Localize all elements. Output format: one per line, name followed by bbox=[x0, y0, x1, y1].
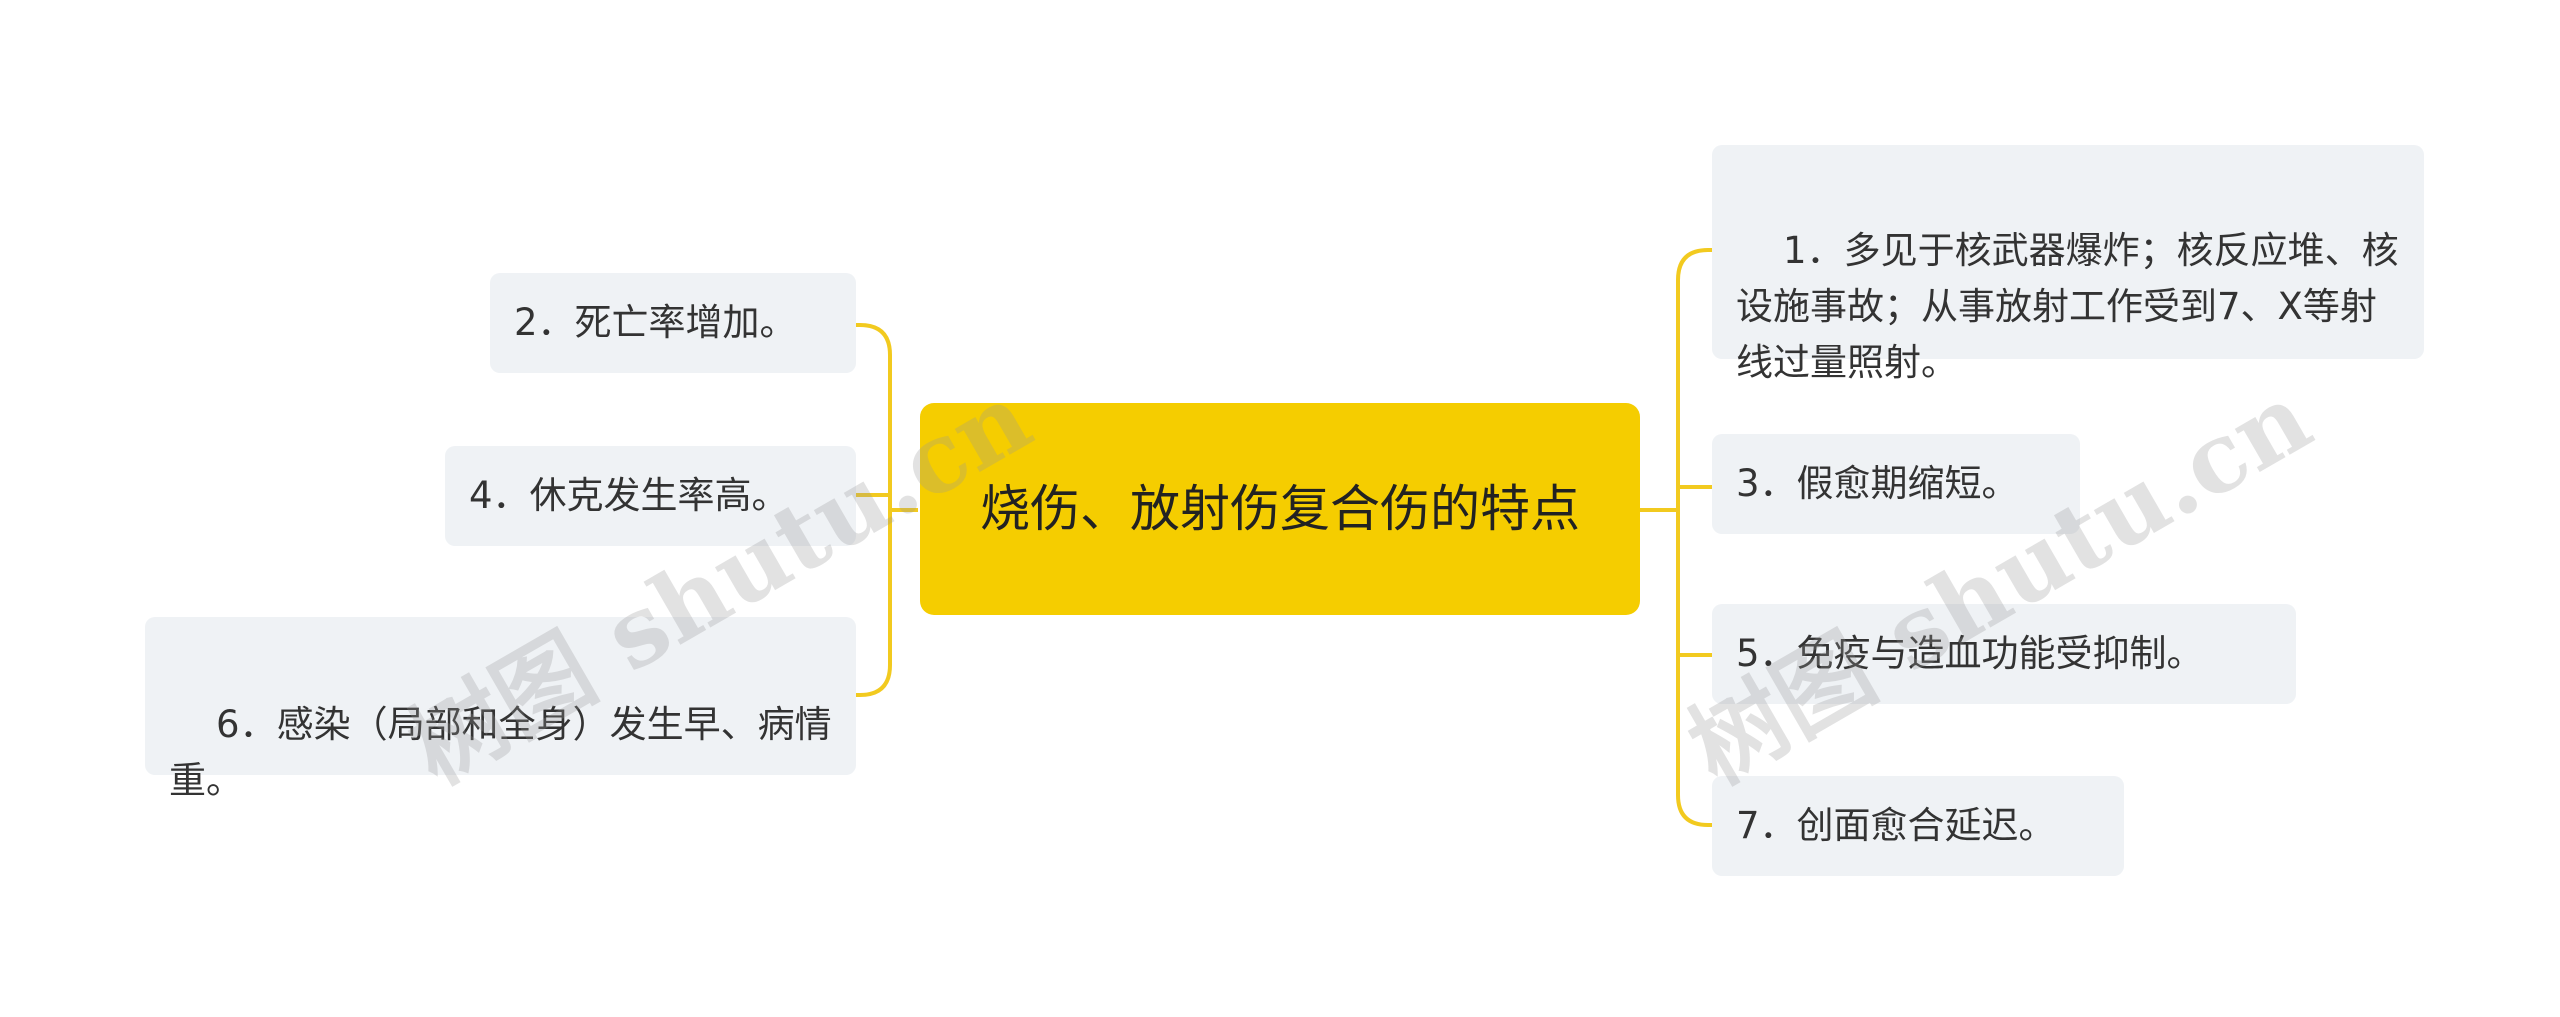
connector-right-trunk bbox=[1640, 248, 1712, 827]
branch-node-right-2[interactable]: 3．假愈期缩短。 bbox=[1712, 434, 2080, 534]
branch-node-label: 4．休克发生率高。 bbox=[469, 474, 789, 517]
branch-node-label: 1．多见于核武器爆炸；核反应堆、核设施事故；从事放射工作受到7、X等射线过量照射… bbox=[1736, 229, 2399, 384]
branch-node-label: 2．死亡率增加。 bbox=[514, 301, 797, 344]
branch-node-left-3[interactable]: 6．感染（局部和全身）发生早、病情重。 bbox=[145, 617, 856, 802]
branch-node-label: 6．感染（局部和全身）发生早、病情重。 bbox=[169, 703, 832, 802]
branch-node-right-1[interactable]: 1．多见于核武器爆炸；核反应堆、核设施事故；从事放射工作受到7、X等射线过量照射… bbox=[1712, 145, 2424, 384]
branch-node-left-1[interactable]: 2．死亡率增加。 bbox=[490, 273, 856, 373]
branch-node-label: 5．免疫与造血功能受抑制。 bbox=[1736, 632, 2204, 675]
branch-node-right-3[interactable]: 5．免疫与造血功能受抑制。 bbox=[1712, 604, 2296, 704]
center-topic[interactable]: 烧伤、放射伤复合伤的特点 bbox=[920, 403, 1640, 615]
branch-node-left-2[interactable]: 4．休克发生率高。 bbox=[445, 446, 856, 546]
center-topic-label: 烧伤、放射伤复合伤的特点 bbox=[980, 480, 1580, 538]
branch-node-label: 3．假愈期缩短。 bbox=[1736, 462, 2019, 505]
branch-node-label: 7．创面愈合延迟。 bbox=[1736, 804, 2056, 847]
connector-left-trunk bbox=[856, 323, 918, 697]
branch-node-right-4[interactable]: 7．创面愈合延迟。 bbox=[1712, 776, 2124, 876]
